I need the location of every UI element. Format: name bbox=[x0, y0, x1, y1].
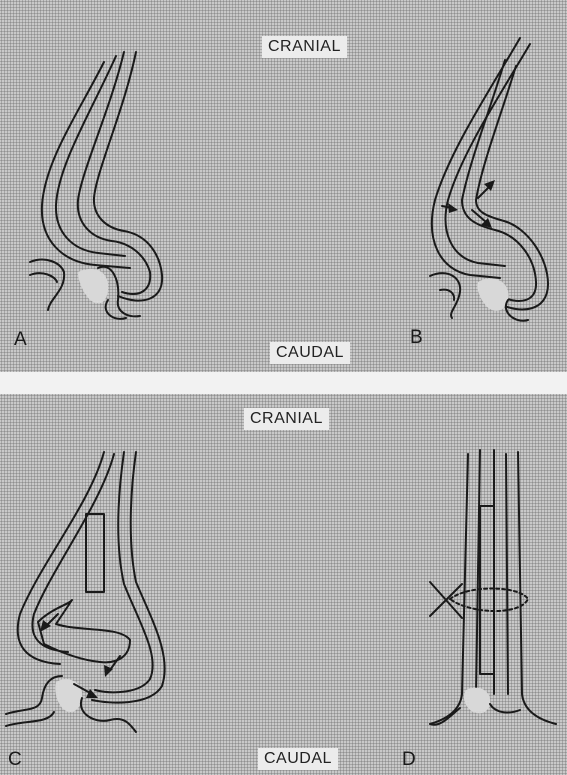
cranial-label-bottom: CRANIAL bbox=[244, 408, 329, 430]
panel-letter-a: A bbox=[14, 330, 27, 350]
bottom-panel-drawing bbox=[0, 394, 567, 775]
panel-letter-b: B bbox=[410, 328, 423, 348]
sketch-d bbox=[430, 450, 556, 725]
sketch-a bbox=[30, 52, 162, 319]
top-panel: CRANIAL CAUDAL A B bbox=[0, 0, 567, 372]
caudal-label-top: CAUDAL bbox=[270, 342, 350, 364]
sketch-b bbox=[430, 38, 548, 321]
panel-divider bbox=[0, 372, 567, 394]
caudal-label-bottom: CAUDAL bbox=[258, 748, 338, 770]
cranial-label-top: CRANIAL bbox=[262, 36, 347, 58]
bottom-panel: CRANIAL CAUDAL C D bbox=[0, 394, 567, 775]
panel-letter-c: C bbox=[8, 750, 22, 770]
panel-letter-d: D bbox=[402, 750, 416, 770]
sketch-c bbox=[6, 452, 165, 732]
